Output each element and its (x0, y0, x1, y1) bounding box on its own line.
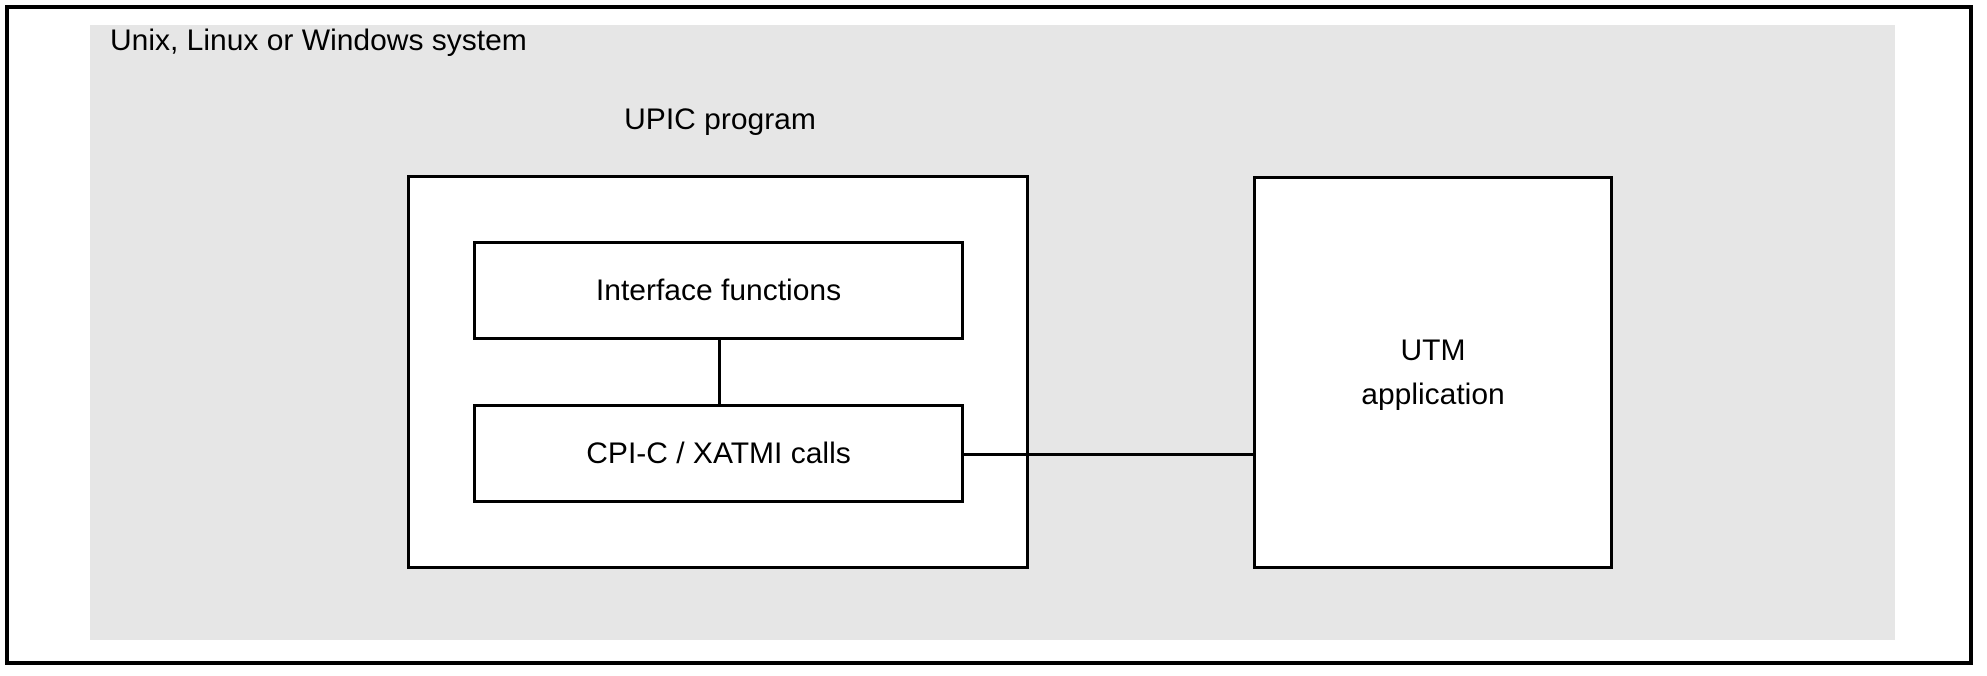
interface-functions-box: Interface functions (473, 241, 964, 340)
utm-application-label: UTM application (1361, 329, 1504, 416)
cpic-xatmi-calls-label: CPI-C / XATMI calls (586, 436, 851, 470)
upic-program-caption: UPIC program (624, 103, 816, 136)
utm-application-line1: UTM (1400, 334, 1466, 367)
connector-calls-to-utm (962, 453, 1255, 456)
utm-application-box: UTM application (1253, 176, 1613, 569)
cpic-xatmi-calls-box: CPI-C / XATMI calls (473, 404, 964, 503)
system-panel-label: Unix, Linux or Windows system (110, 24, 527, 57)
interface-functions-label: Interface functions (595, 273, 842, 307)
utm-application-line2: application (1361, 377, 1505, 411)
connector-interface-to-calls (718, 338, 721, 406)
